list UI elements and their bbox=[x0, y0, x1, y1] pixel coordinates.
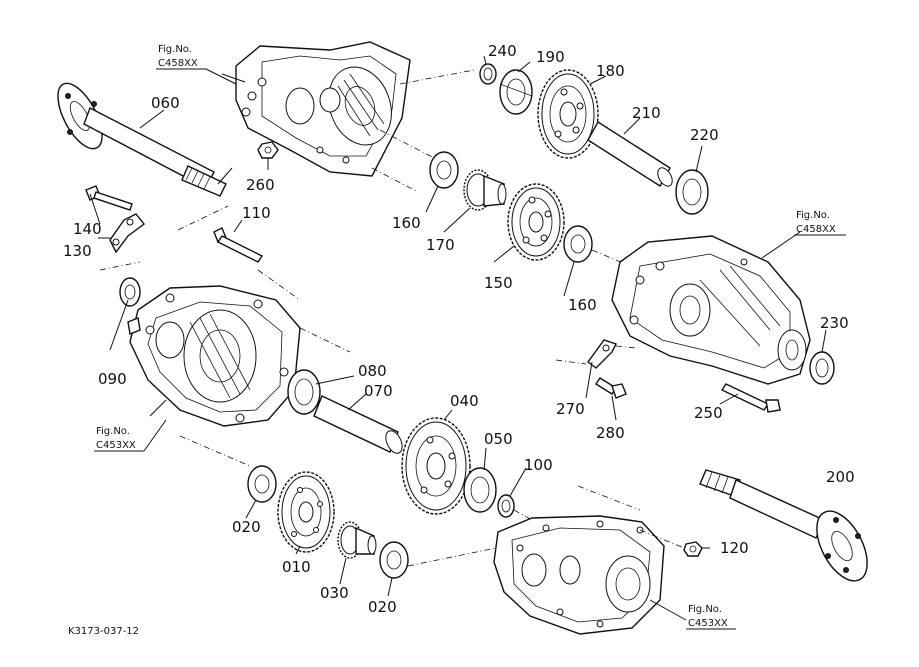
snap-ring-100 bbox=[497, 494, 515, 518]
bearing-160-mid bbox=[563, 225, 593, 263]
fig-ref-right-label: Fig.No. bbox=[796, 210, 830, 221]
drawing-code: K3173-037-12 bbox=[68, 626, 139, 637]
label-170: 170 bbox=[426, 236, 455, 254]
washer-090 bbox=[119, 277, 141, 307]
bolt-140 bbox=[85, 185, 133, 211]
label-080: 080 bbox=[358, 362, 387, 380]
bearing-020-left bbox=[247, 465, 277, 503]
gear-180 bbox=[537, 69, 599, 159]
label-130: 130 bbox=[63, 242, 92, 260]
bracket-270 bbox=[587, 339, 617, 369]
fig-ref-bottom: Fig.No. C453XX bbox=[686, 604, 736, 630]
label-190: 190 bbox=[536, 48, 565, 66]
nut-120 bbox=[683, 541, 703, 557]
fig-ref-top-code: C458XX bbox=[158, 58, 198, 69]
label-220: 220 bbox=[690, 126, 719, 144]
bearing-220 bbox=[675, 169, 709, 215]
label-160-top: 160 bbox=[392, 214, 421, 232]
gear-040 bbox=[401, 417, 471, 515]
bearing-020-right bbox=[379, 541, 409, 579]
label-140: 140 bbox=[73, 220, 102, 238]
label-090: 090 bbox=[98, 370, 127, 388]
label-100: 100 bbox=[524, 456, 553, 474]
label-120: 120 bbox=[720, 539, 749, 557]
axle-shaft-200 bbox=[699, 469, 868, 582]
label-150: 150 bbox=[484, 274, 513, 292]
label-020-right: 020 bbox=[368, 598, 397, 616]
label-180: 180 bbox=[596, 62, 625, 80]
label-030: 030 bbox=[320, 584, 349, 602]
fig-ref-left: Fig.No. C453XX bbox=[94, 419, 167, 452]
label-020-left: 020 bbox=[232, 518, 261, 536]
label-200: 200 bbox=[826, 468, 855, 486]
leader-lines bbox=[89, 55, 827, 597]
nut-260 bbox=[257, 141, 279, 159]
label-060: 060 bbox=[151, 94, 180, 112]
label-280: 280 bbox=[596, 424, 625, 442]
bolt-280 bbox=[595, 377, 627, 399]
fig-ref-bottom-code: C453XX bbox=[688, 618, 728, 629]
label-110: 110 bbox=[242, 204, 271, 222]
oil-seal-230 bbox=[809, 351, 835, 385]
bolt-110 bbox=[213, 227, 264, 263]
label-050: 050 bbox=[484, 430, 513, 448]
label-210: 210 bbox=[632, 104, 661, 122]
label-040: 040 bbox=[450, 392, 479, 410]
gear-030 bbox=[337, 521, 377, 559]
transmission-case-top bbox=[235, 41, 411, 177]
fig-ref-left-label: Fig.No. bbox=[96, 426, 130, 437]
fig-ref-right: Fig.No. C458XX bbox=[794, 210, 846, 236]
fig-ref-right-code: C458XX bbox=[796, 224, 836, 235]
part-number-labels: 060 260 140 130 110 090 160 170 150 160 … bbox=[63, 42, 855, 616]
label-260: 260 bbox=[246, 176, 275, 194]
gear-010 bbox=[277, 471, 335, 553]
collar-210 bbox=[587, 121, 673, 187]
label-230: 230 bbox=[820, 314, 849, 332]
transmission-case-right bbox=[611, 235, 811, 385]
gear-170 bbox=[463, 169, 507, 211]
fig-ref-top-label: Fig.No. bbox=[158, 44, 192, 55]
bracket-130 bbox=[109, 213, 145, 254]
axle-shaft-060 bbox=[57, 82, 227, 197]
bearing-050 bbox=[463, 467, 497, 513]
label-070: 070 bbox=[364, 382, 393, 400]
label-010: 010 bbox=[282, 558, 311, 576]
label-270: 270 bbox=[556, 400, 585, 418]
gear-150 bbox=[507, 183, 565, 261]
label-240: 240 bbox=[488, 42, 517, 60]
bearing-080 bbox=[287, 369, 321, 415]
fig-ref-top: Fig.No. C458XX bbox=[156, 44, 237, 85]
transmission-case-left bbox=[127, 285, 301, 427]
label-250: 250 bbox=[694, 404, 723, 422]
bolt-250 bbox=[720, 383, 781, 413]
collar-070 bbox=[313, 395, 403, 454]
label-160-mid: 160 bbox=[568, 296, 597, 314]
transmission-case-bottom bbox=[493, 515, 665, 635]
fig-ref-bottom-label: Fig.No. bbox=[688, 604, 722, 615]
snap-ring-240 bbox=[479, 63, 497, 85]
bearing-160-top bbox=[429, 151, 459, 189]
fig-ref-left-code: C453XX bbox=[96, 440, 136, 451]
bearing-190 bbox=[499, 69, 533, 115]
